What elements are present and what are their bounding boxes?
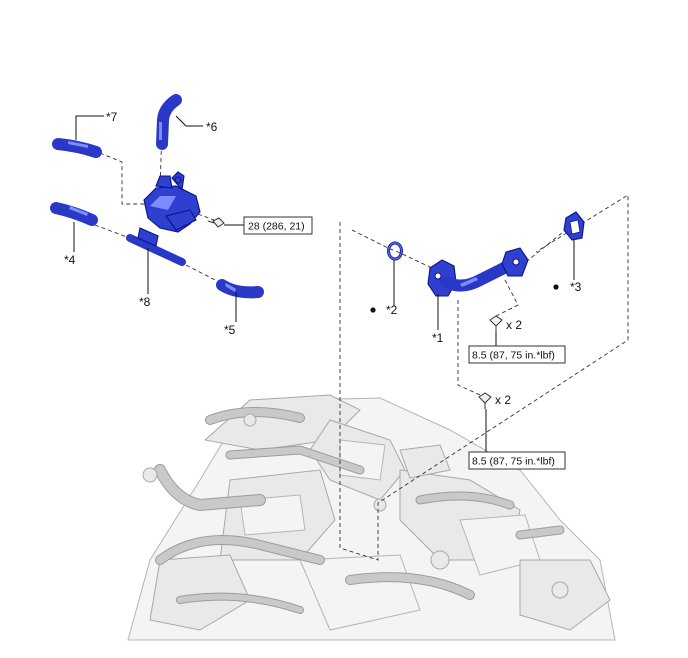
quantity-label: x 2 — [506, 318, 522, 332]
torque-spec-8-5-lower: 8.5 (87, 75 in.*lbf) — [468, 451, 566, 470]
torque-value: 8.5 (87, 75 in.*lbf) — [472, 350, 555, 362]
bolt-icon — [207, 217, 225, 228]
callout-7: *7 — [106, 110, 118, 124]
callout-6: *6 — [206, 120, 218, 134]
bolt-icon — [489, 315, 503, 332]
callout-3: *3 — [570, 280, 582, 294]
hose-7 — [52, 138, 102, 158]
pipe-8 — [126, 227, 186, 266]
water-bypass-pipe-1 — [427, 247, 529, 297]
hose-6 — [156, 94, 182, 150]
hose-5 — [216, 279, 264, 299]
leader-lines — [73, 115, 575, 452]
gasket-2 — [387, 241, 403, 261]
hose-4 — [50, 202, 98, 226]
water-inlet-housing — [143, 171, 201, 233]
torque-value: 28 (286, 21) — [248, 221, 305, 233]
non-reusable-part-dot-icon — [553, 284, 559, 290]
callout-1: *1 — [432, 331, 444, 345]
non-reusable-part-dot-icon — [370, 307, 376, 313]
callout-2: *2 — [386, 303, 398, 317]
callout-labels: *7 *6 *4 *8 *5 *2 *1 *3 x 2 x 2 — [64, 110, 582, 407]
callout-5: *5 — [224, 323, 236, 337]
torque-spec-8-5-upper: 8.5 (87, 75 in.*lbf) — [468, 345, 566, 364]
torque-spec-28: 28 (286, 21) — [243, 216, 313, 235]
torque-value: 8.5 (87, 75 in.*lbf) — [472, 456, 555, 468]
callout-4: *4 — [64, 253, 76, 267]
gasket-3 — [563, 211, 585, 241]
callout-8: *8 — [139, 295, 151, 309]
quantity-label: x 2 — [495, 393, 511, 407]
bolt-icon — [478, 392, 492, 409]
engine-assembly — [127, 394, 616, 641]
